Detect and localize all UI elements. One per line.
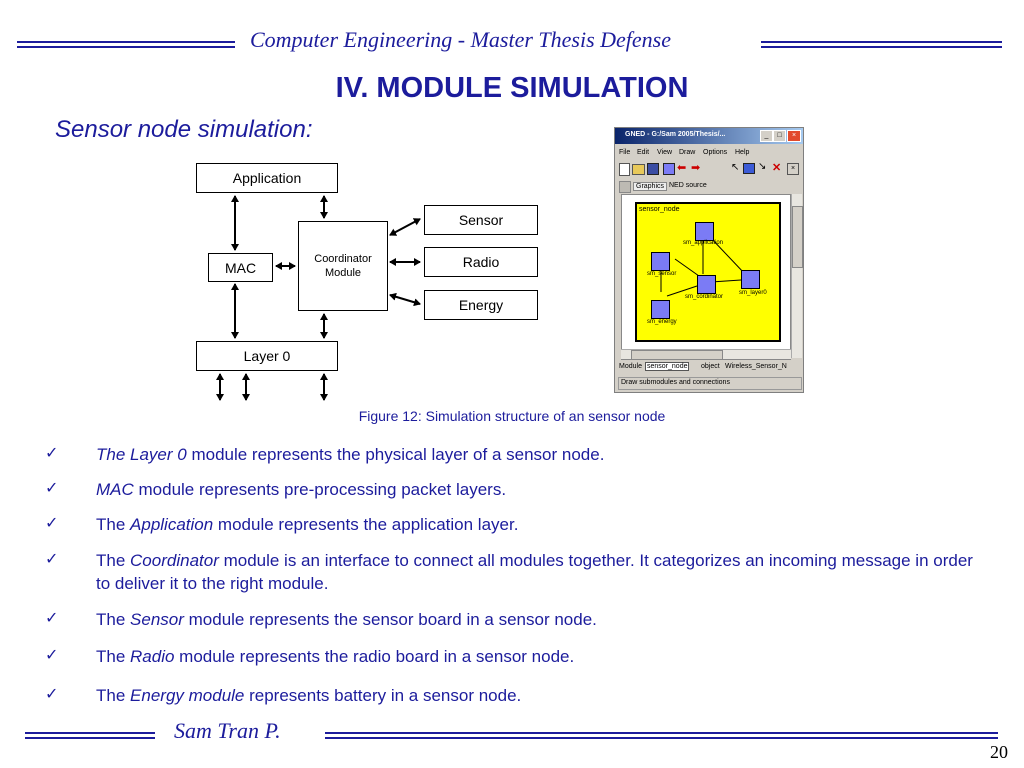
node-coordinator-box[interactable] <box>697 275 716 294</box>
gned-titlebar: GNED - G:/Sam 2005/Thesis/... _ □ × <box>615 128 803 144</box>
bullet-emphasis: Application <box>130 515 214 534</box>
check-icon: ✓ <box>45 684 59 703</box>
arrow-coord-energy <box>389 292 421 307</box>
block-sensor: Sensor <box>424 205 538 235</box>
figure-caption: Figure 12: Simulation structure of an se… <box>358 408 666 424</box>
bullet-text: MAC module represents pre-processing pac… <box>96 480 507 499</box>
slide-title: IV. MODULE SIMULATION <box>335 72 689 104</box>
block-application: Application <box>196 163 338 193</box>
node-coordinator-label: sm_cordinator <box>685 294 724 300</box>
menu-file[interactable]: File <box>619 149 631 156</box>
tab-graphics[interactable]: Graphics <box>633 182 668 191</box>
gned-canvas: sensor_node sm_application sm_sensor sm_… <box>635 202 781 342</box>
save-icon[interactable] <box>647 163 659 175</box>
status-object-value: Wireless_Sensor_N <box>725 363 787 370</box>
connect-icon[interactable]: ↘ <box>758 161 767 172</box>
footer-rule-right <box>325 732 998 739</box>
module-icon[interactable] <box>663 163 675 175</box>
gned-status-row: Module sensor_node object Wireless_Senso… <box>619 362 801 373</box>
delete-icon[interactable]: ✕ <box>772 162 782 174</box>
scroll-left-icon[interactable] <box>619 181 631 193</box>
new-file-icon[interactable] <box>619 163 630 176</box>
block-radio: Radio <box>424 247 538 277</box>
header-rule-right <box>761 41 1002 48</box>
node-layer0-box[interactable] <box>741 270 760 289</box>
menu-view[interactable]: View <box>657 149 673 156</box>
arrow-coord-sensor <box>389 218 421 236</box>
status-object-label: object <box>701 363 720 370</box>
bullet-text: The Layer 0 module represents the physic… <box>96 445 605 464</box>
tab-ned-source[interactable]: NED source <box>669 182 707 189</box>
bullet-text: The Coordinator module is an interface t… <box>96 551 973 593</box>
header-title: Computer Engineering - Master Thesis Def… <box>250 27 671 52</box>
status-module-label: Module <box>619 363 642 370</box>
node-layer0-label: sm_layer0 <box>739 290 767 296</box>
bullet-emphasis: The Layer 0 <box>96 445 187 464</box>
check-icon: ✓ <box>45 549 59 568</box>
coordinator-label-line1: Coordinator <box>314 253 372 265</box>
close-icon[interactable]: × <box>787 130 801 142</box>
gned-toolbar: ⬅ ➡ ↖ ↘ ✕ × <box>619 161 799 176</box>
gned-window: GNED - G:/Sam 2005/Thesis/... _ □ × File… <box>614 127 804 393</box>
check-icon: ✓ <box>45 645 59 664</box>
h-scrollbar-thumb[interactable] <box>631 350 723 360</box>
bullet-emphasis: Sensor <box>130 610 184 629</box>
header-rule-left <box>17 41 235 48</box>
forward-arrow-icon[interactable]: ➡ <box>691 162 701 174</box>
check-icon: ✓ <box>45 608 59 627</box>
horizontal-scrollbar[interactable] <box>621 349 791 360</box>
status-module-field[interactable]: sensor_node <box>645 362 690 371</box>
block-energy: Energy <box>424 290 538 320</box>
node-sensor-label: sm_sensor <box>647 271 677 277</box>
canvas-module-label: sensor_node <box>639 206 680 213</box>
bullet-text: The Sensor module represents the sensor … <box>96 610 597 629</box>
check-icon: ✓ <box>45 443 59 462</box>
page-number: 20 <box>990 742 1008 762</box>
bullet-text: The Energy module represents battery in … <box>96 686 522 705</box>
maximize-icon[interactable]: □ <box>773 130 786 142</box>
block-layer0: Layer 0 <box>196 341 338 371</box>
node-energy-label: sm_energy <box>647 319 677 325</box>
bullet-emphasis: Energy module <box>130 686 245 705</box>
draw-module-icon[interactable] <box>743 163 755 174</box>
back-arrow-icon[interactable]: ⬅ <box>677 162 687 174</box>
slide-subtitle: Sensor node simulation: <box>55 116 313 143</box>
bullet-emphasis: MAC <box>96 480 134 499</box>
open-folder-icon[interactable] <box>632 164 645 175</box>
coordinator-label-line2: Module <box>324 267 362 279</box>
vertical-scrollbar[interactable] <box>791 194 803 358</box>
check-icon: ✓ <box>45 478 59 497</box>
node-sensor-box[interactable] <box>651 252 670 271</box>
menu-draw[interactable]: Draw <box>679 149 696 156</box>
gned-window-title: GNED - G:/Sam 2005/Thesis/... <box>625 131 726 138</box>
minimize-icon[interactable]: _ <box>760 130 773 142</box>
menu-help[interactable]: Help <box>735 149 750 156</box>
gned-canvas-frame: sensor_node sm_application sm_sensor sm_… <box>621 194 791 360</box>
gned-statusbar: Draw submodules and connections <box>618 377 802 390</box>
gned-connections <box>660 235 746 297</box>
menu-edit[interactable]: Edit <box>637 149 650 156</box>
check-icon: ✓ <box>45 513 59 532</box>
status-hint: Draw submodules and connections <box>621 379 730 386</box>
node-energy-box[interactable] <box>651 300 670 319</box>
bullet-emphasis: Radio <box>130 647 175 666</box>
block-mac: MAC <box>208 253 273 282</box>
bullet-text: The Application module represents the ap… <box>96 515 519 534</box>
bullet-emphasis: Coordinator <box>130 551 219 570</box>
close-doc-icon[interactable]: × <box>787 163 799 175</box>
scrollbar-thumb[interactable] <box>792 206 803 268</box>
select-cursor-icon[interactable]: ↖ <box>731 162 740 173</box>
menu-options[interactable]: Options <box>703 149 728 156</box>
footer-author: Sam Tran P. <box>174 718 281 743</box>
footer-rule-left <box>25 732 155 739</box>
node-application-box[interactable] <box>695 222 714 241</box>
block-coordinator-module: Coordinator Module <box>298 221 388 311</box>
bullet-text: The Radio module represents the radio bo… <box>96 647 575 666</box>
node-application-label: sm_application <box>683 240 724 246</box>
